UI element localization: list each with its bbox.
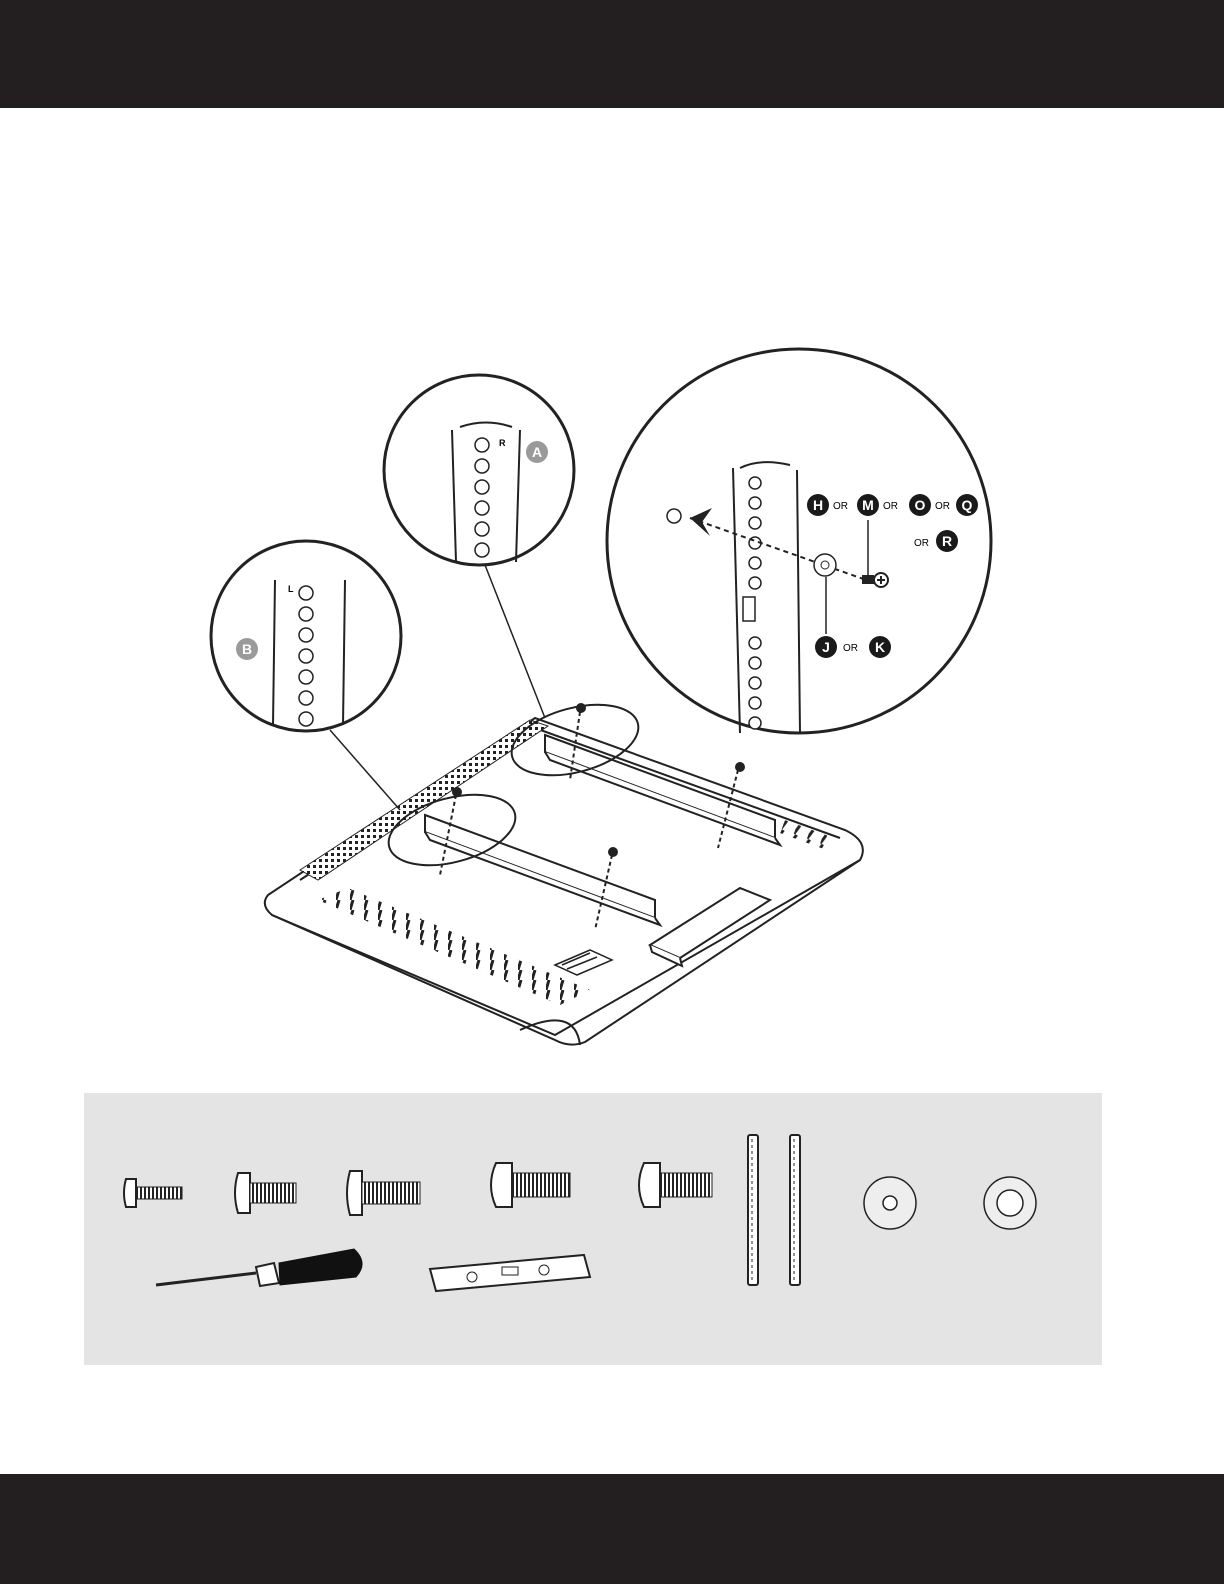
level-icon bbox=[430, 1255, 590, 1291]
leader-a bbox=[485, 565, 545, 718]
bracket-mark-l: L bbox=[288, 584, 294, 594]
washer-option-j: J bbox=[822, 639, 830, 655]
screw-icon bbox=[639, 1163, 712, 1207]
leader-b bbox=[330, 730, 400, 810]
screw-option-r: R bbox=[942, 533, 952, 549]
callout-b-zoom: L B bbox=[211, 541, 401, 731]
screwdriver-icon bbox=[156, 1249, 362, 1286]
assembly-diagram: R A L B bbox=[0, 330, 1224, 1070]
or-label: OR bbox=[935, 501, 950, 512]
screw-icon bbox=[347, 1171, 420, 1215]
washer-icon bbox=[864, 1177, 916, 1229]
or-label: OR bbox=[843, 643, 858, 654]
bracket-mark-r: R bbox=[499, 438, 506, 448]
screw-option-o: O bbox=[915, 497, 926, 513]
header-band bbox=[0, 0, 1224, 108]
screw-icon bbox=[235, 1173, 296, 1213]
parts-panel bbox=[84, 1093, 1102, 1365]
bracket-icon bbox=[748, 1135, 758, 1285]
washer-option-k: K bbox=[875, 639, 885, 655]
footer-band bbox=[0, 1474, 1224, 1584]
callout-b-label: B bbox=[242, 641, 252, 657]
washer-icon bbox=[984, 1177, 1036, 1229]
screw-option-m: M bbox=[862, 497, 874, 513]
screw-option-q: Q bbox=[962, 497, 973, 513]
or-label: OR bbox=[883, 501, 898, 512]
bracket-icon bbox=[790, 1135, 800, 1285]
screw-option-h: H bbox=[813, 497, 823, 513]
screw-icon bbox=[491, 1163, 570, 1207]
or-label: OR bbox=[914, 538, 929, 549]
hardware-zoom: H OR M OR O OR Q OR R J OR K bbox=[607, 349, 991, 733]
callout-a-zoom: R A bbox=[384, 375, 574, 565]
callout-a-label: A bbox=[532, 444, 542, 460]
screw-icon bbox=[124, 1179, 182, 1207]
or-label: OR bbox=[833, 501, 848, 512]
